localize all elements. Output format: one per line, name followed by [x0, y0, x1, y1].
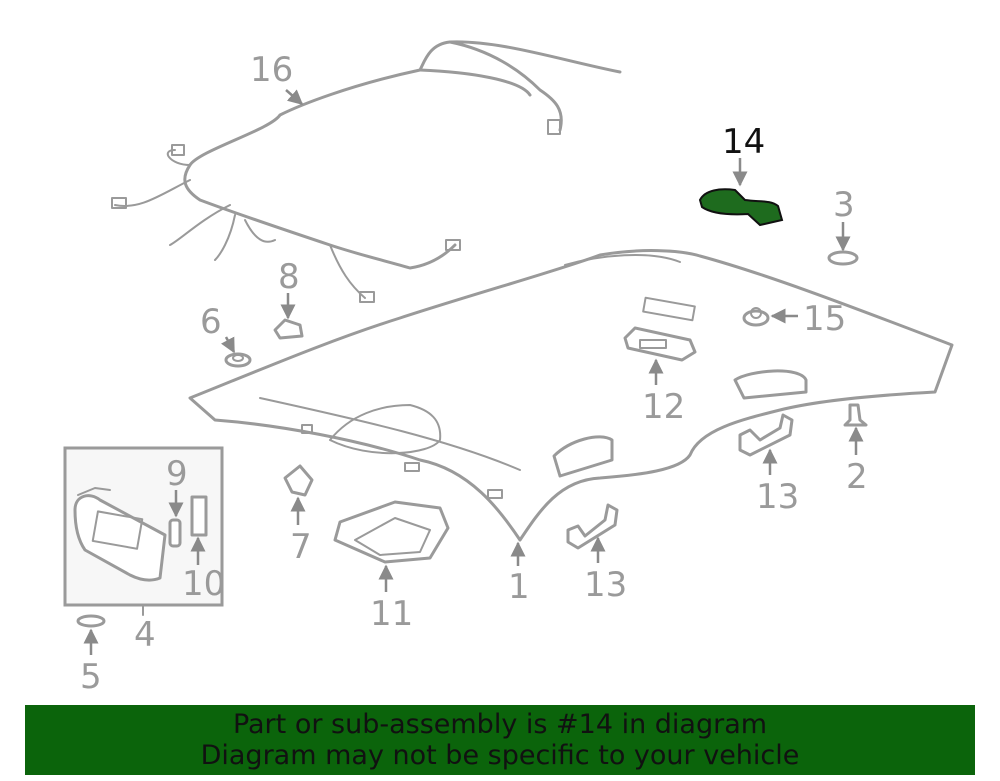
callout-16: 16 [250, 50, 293, 90]
bracket-part-8[interactable] [273, 318, 304, 340]
callout-7: 7 [290, 527, 312, 567]
callout-9: 9 [166, 454, 188, 494]
callout-10: 10 [182, 564, 225, 604]
lamp-part-12[interactable] [623, 326, 697, 362]
callout-3: 3 [833, 185, 855, 225]
visor-mount-part[interactable] [552, 369, 808, 478]
grommet-part-3[interactable] [827, 250, 859, 266]
banner-line-2: Diagram may not be specific to your vehi… [200, 740, 800, 771]
banner-line-1: Part or sub-assembly is #14 in diagram [232, 709, 768, 740]
callout-6: 6 [200, 302, 222, 342]
callout-13-upper: 13 [756, 477, 799, 517]
callout-15: 15 [803, 299, 846, 339]
callout-8: 8 [278, 257, 300, 297]
sun-visor-box-part-4[interactable] [63, 446, 224, 616]
grab-handle-part-13-upper[interactable] [738, 413, 794, 457]
clip-part-15[interactable] [742, 307, 770, 327]
callout-11: 11 [370, 594, 413, 634]
callout-13-lower: 13 [584, 565, 627, 605]
callout-1: 1 [508, 567, 530, 607]
wiring-harness-part-16[interactable] [111, 40, 622, 303]
grommet-part-6[interactable] [224, 352, 252, 368]
callout-5: 5 [80, 657, 102, 697]
callout-12: 12 [642, 387, 685, 427]
callout-14: 14 [722, 122, 765, 162]
info-banner: Part or sub-assembly is #14 in diagram D… [25, 705, 975, 775]
clip-part-2[interactable] [843, 403, 868, 427]
washer-part-5[interactable] [76, 614, 106, 628]
grab-handle-part-13-lower[interactable] [566, 503, 619, 550]
parts-diagram: 16 14 3 8 6 15 12 9 2 13 7 10 1 13 11 4 … [63, 40, 954, 697]
headliner-part-1[interactable] [188, 249, 954, 542]
console-part-11[interactable] [333, 500, 450, 564]
callout-4: 4 [134, 615, 156, 655]
clip-part-7[interactable] [283, 464, 314, 497]
highlighted-part-14[interactable] [698, 188, 784, 227]
callout-2: 2 [846, 457, 868, 497]
